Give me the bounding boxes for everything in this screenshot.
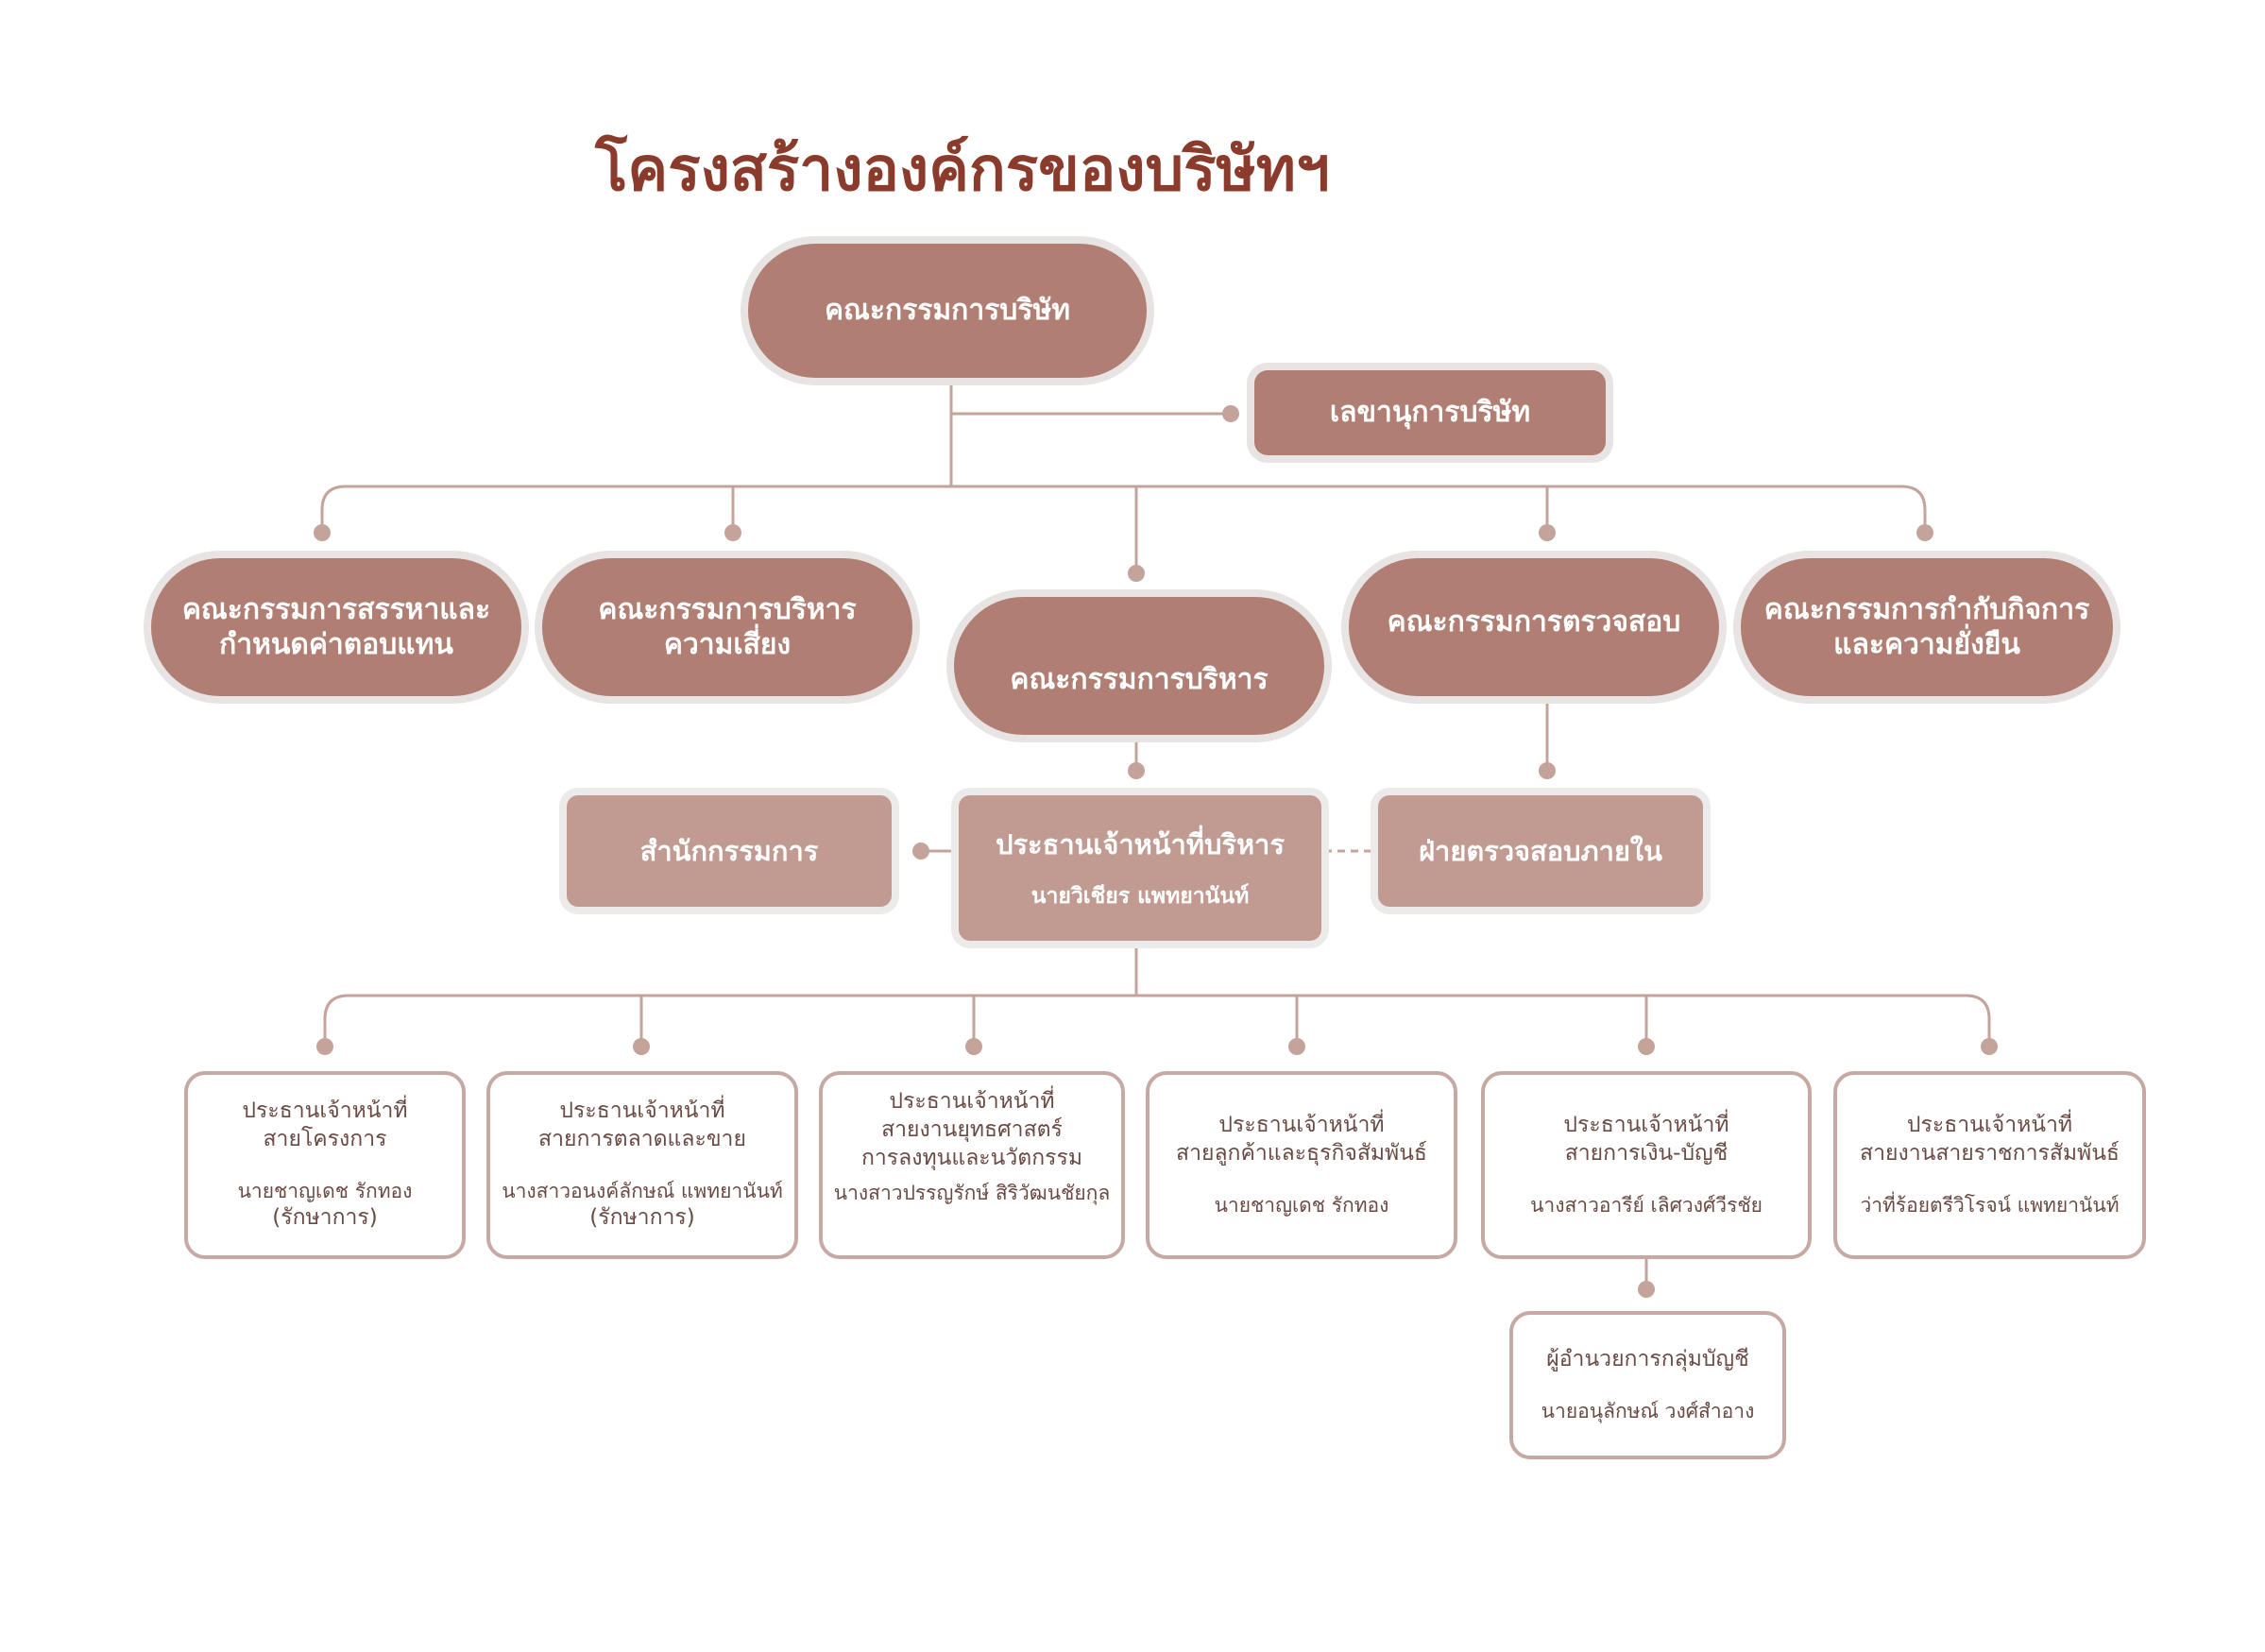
chief-name: นายชาญเดช รักทอง: [1214, 1193, 1389, 1217]
internal-audit-node: ฝ่ายตรวจสอบภายใน: [1378, 795, 1703, 907]
chief-division: สายลูกค้าและธุรกิจสัมพันธ์: [1176, 1140, 1427, 1166]
committee-governance: คณะกรรมการกำกับกิจการและความยั่งยืน: [1741, 558, 2113, 696]
accounting-title: ผู้อำนวยการกลุ่มบัญชี: [1546, 1346, 1749, 1371]
chief-division: สายโครงการ: [263, 1126, 387, 1151]
board-label: คณะกรรมการบริษัท: [824, 294, 1070, 328]
chief-card: ประธานเจ้าหน้าที่สายโครงการนายชาญเดช รัก…: [184, 1071, 466, 1259]
chief-name: นางสาวปรรญรักษ์ สิริวัฒนชัยกุล: [833, 1181, 1111, 1204]
chief-card: ประธานเจ้าหน้าที่สายงานยุทธศาสตร์การลงทุ…: [819, 1071, 1125, 1259]
committee-executive: คณะกรรมการบริหาร: [954, 597, 1324, 735]
chief-card: ประธานเจ้าหน้าที่สายงานสายราชการสัมพันธ์…: [1833, 1071, 2146, 1259]
chief-note: (รักษาการ): [589, 1205, 695, 1231]
committee-label: และความยั่งยืน: [1833, 628, 2020, 661]
chief-title: ประธานเจ้าหน้าที่: [889, 1089, 1055, 1114]
chief-title: ประธานเจ้าหน้าที่: [559, 1098, 725, 1124]
chief-division: สายการเงิน-บัญชี: [1564, 1140, 1729, 1166]
committee-label: คณะกรรมการสรรหาและ: [181, 592, 491, 626]
chief-title: ประธานเจ้าหน้าที่: [1906, 1112, 2073, 1137]
committee-nomination: คณะกรรมการสรรหาและกำหนดค่าตอบแทน: [151, 558, 521, 696]
chief-card: ประธานเจ้าหน้าที่สายการตลาดและขายนางสาวอ…: [486, 1071, 798, 1259]
chief-name: นายชาญเดช รักทอง: [237, 1179, 413, 1202]
page-title: โครงสร้างองค์กรของบริษัทฯ: [595, 135, 1330, 205]
accounting-name: นายอนุลักษณ์ วงศ์สำอาง: [1541, 1399, 1755, 1422]
secretary-label: เลขานุการบริษัท: [1329, 396, 1531, 430]
committee-label: กำหนดค่าตอบแทน: [219, 628, 453, 661]
chief-title: ประธานเจ้าหน้าที่: [1218, 1112, 1385, 1137]
chief-division: สายงานยุทธศาสตร์: [881, 1116, 1063, 1142]
committee-label: ความเสี่ยง: [663, 628, 792, 661]
office-node: สำนักกรรมการ: [567, 795, 892, 907]
chief-name: นางสาวอารีย์ เลิศวงศ์วีรชัย: [1530, 1193, 1763, 1217]
chief-title: ประธานเจ้าหน้าที่: [1563, 1112, 1729, 1137]
chief-name: นางสาวอนงค์ลักษณ์ แพทยานันท์: [502, 1179, 783, 1202]
ceo-name: นายวิเชียร แพทยานันท์: [1030, 884, 1250, 909]
chief-title: ประธานเจ้าหน้าที่: [242, 1098, 408, 1124]
ceo-title: ประธานเจ้าหน้าที่บริหาร: [996, 828, 1285, 860]
chief-name: ว่าที่ร้อยตรีวิโรจน์ แพทยานันท์: [1860, 1193, 2120, 1217]
committee-label: คณะกรรมการบริหาร: [598, 592, 857, 626]
internal-audit-label: ฝ่ายตรวจสอบภายใน: [1419, 835, 1662, 867]
chief-note: (รักษาการ): [272, 1205, 378, 1231]
committee-audit: คณะกรรมการตรวจสอบ: [1349, 558, 1719, 696]
chief-division: การลงทุนและนวัตกรรม: [860, 1145, 1083, 1170]
committee-label: คณะกรรมการกำกับกิจการ: [1763, 592, 2090, 626]
secretary-node: เลขานุการบริษัท: [1254, 370, 1606, 455]
chief-card: ประธานเจ้าหน้าที่สายลูกค้าและธุรกิจสัมพั…: [1146, 1071, 1457, 1259]
accounting-card: ผู้อำนวยการกลุ่มบัญชีนายอนุลักษณ์ วงศ์สำ…: [1509, 1311, 1786, 1459]
ceo-node: ประธานเจ้าหน้าที่บริหารนายวิเชียร แพทยาน…: [959, 795, 1321, 941]
chief-card: ประธานเจ้าหน้าที่สายการเงิน-บัญชีนางสาวอ…: [1481, 1071, 1812, 1259]
committee-label: คณะกรรมการตรวจสอบ: [1387, 605, 1681, 639]
committee-risk: คณะกรรมการบริหารความเสี่ยง: [542, 558, 912, 696]
chief-division: สายการตลาดและขาย: [538, 1126, 746, 1151]
office-label: สำนักกรรมการ: [639, 835, 819, 867]
board-node: คณะกรรมการบริษัท: [748, 244, 1147, 378]
chief-division: สายงานสายราชการสัมพันธ์: [1860, 1140, 2120, 1166]
committee-label: คณะกรรมการบริหาร: [1010, 663, 1269, 697]
